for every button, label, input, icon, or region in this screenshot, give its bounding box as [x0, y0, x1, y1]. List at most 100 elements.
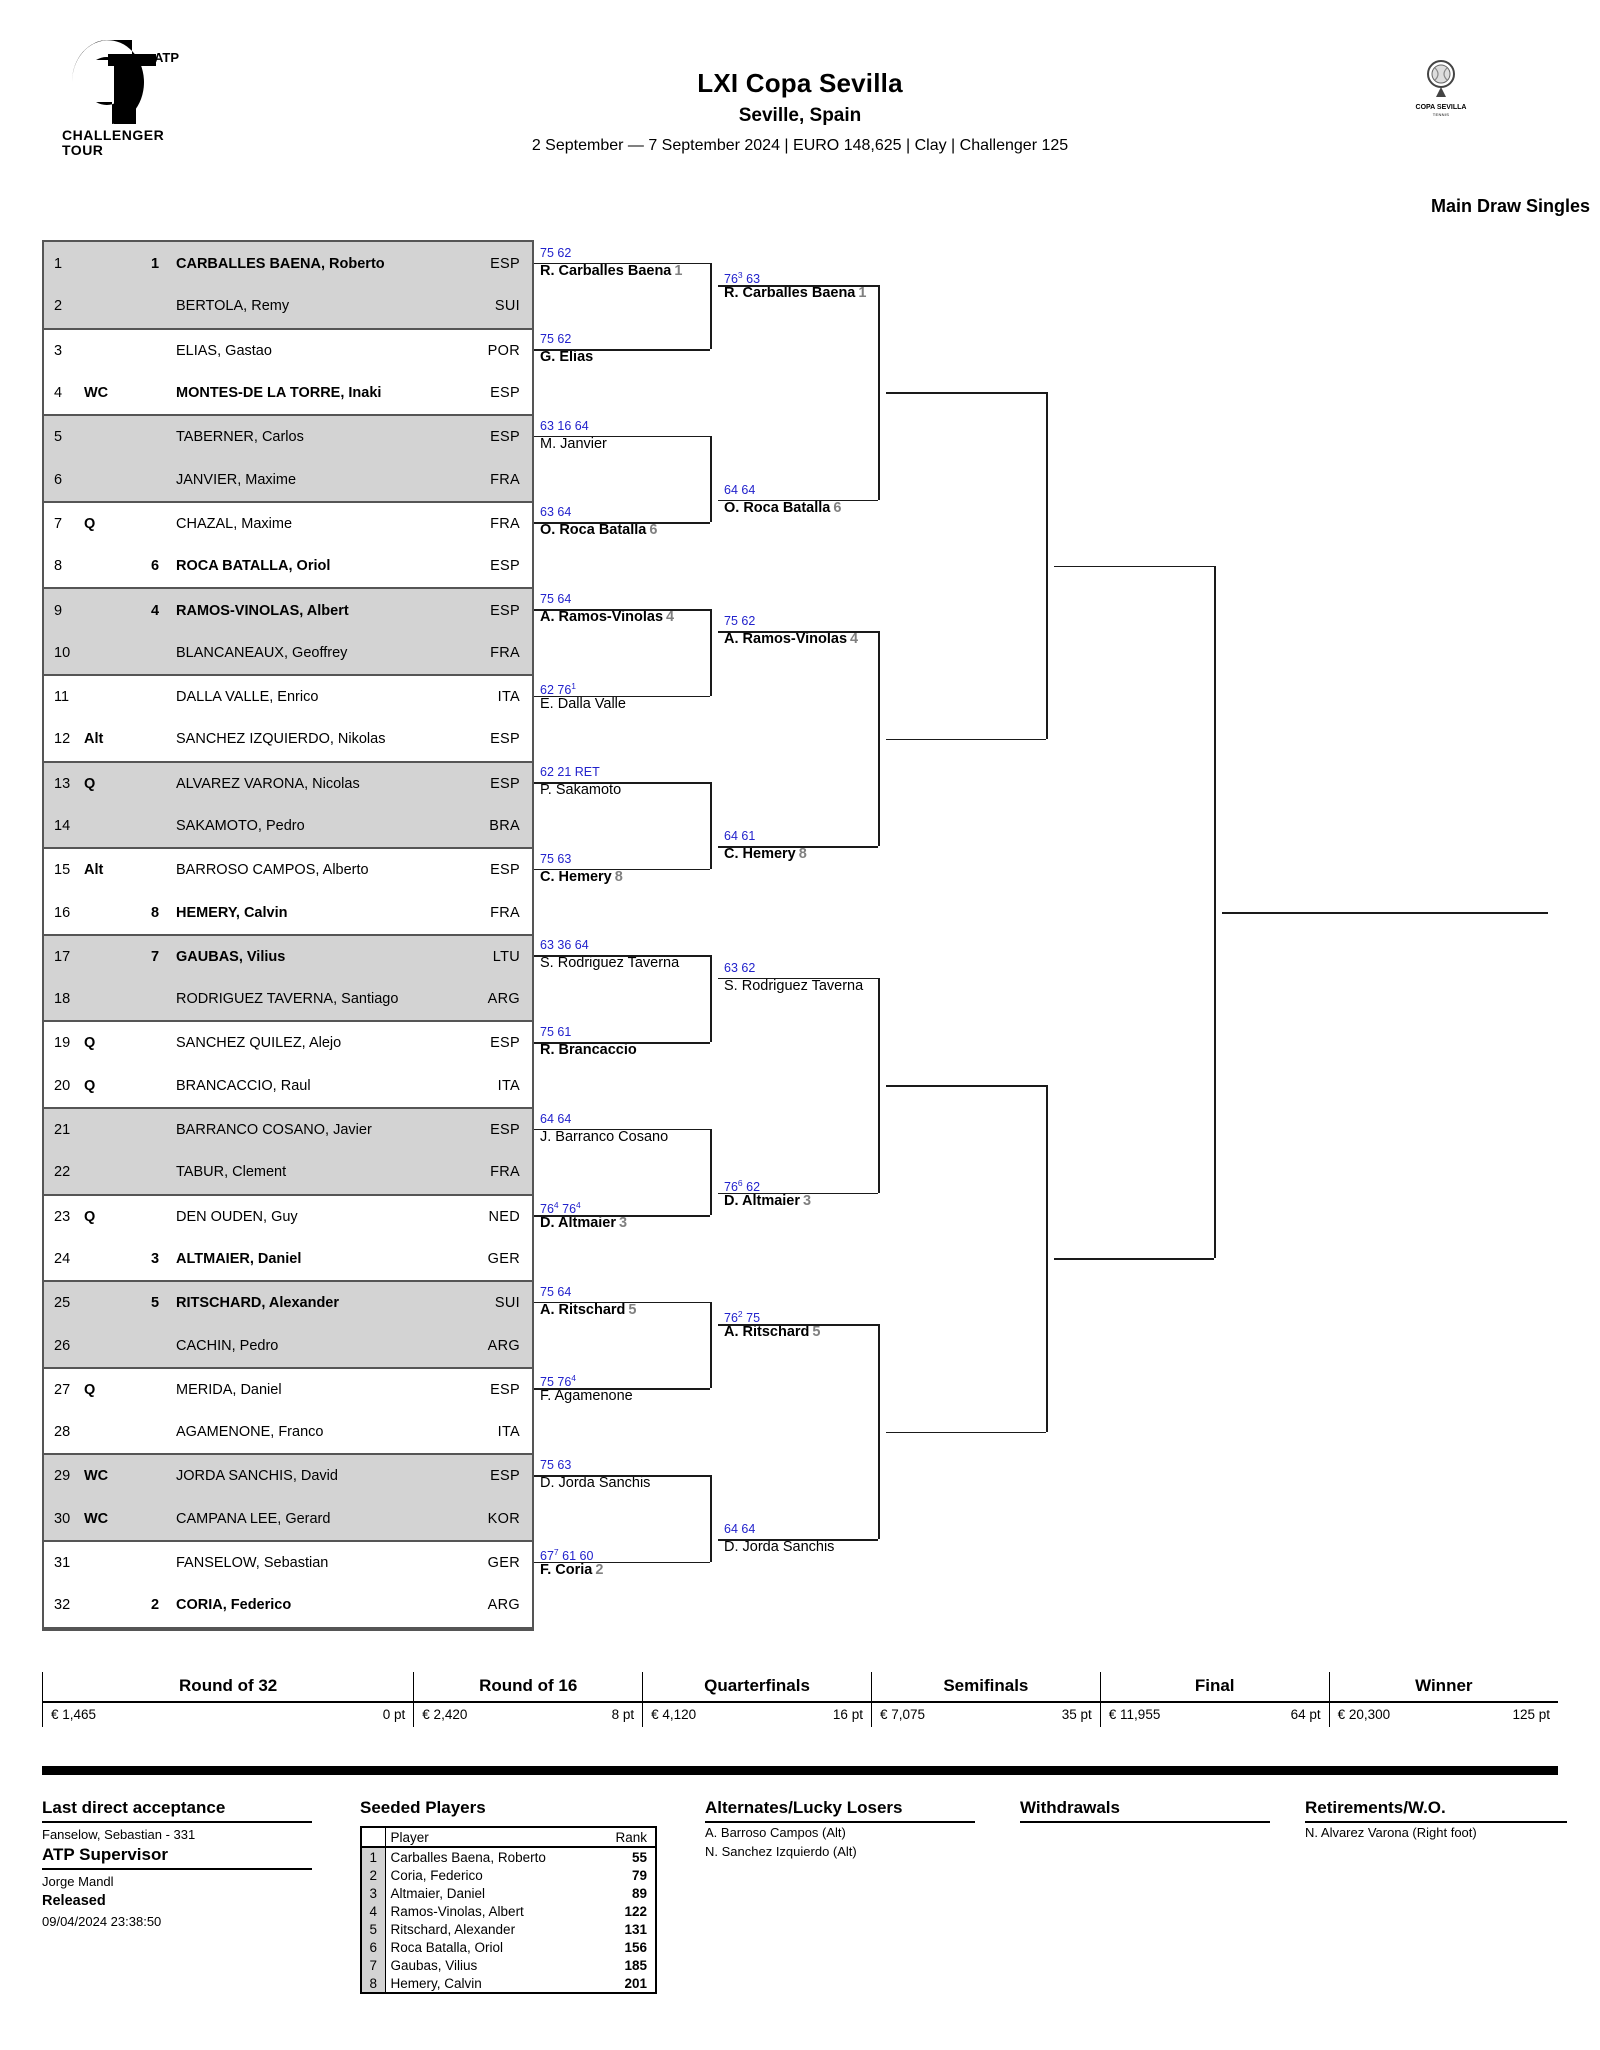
- entry-player-name[interactable]: MONTES-DE LA TORRE, Inaki: [172, 371, 476, 417]
- entry-player-name[interactable]: CARBALLES BAENA, Roberto: [176, 255, 385, 272]
- entry-player-name[interactable]: CHAZAL, Maxime: [176, 515, 293, 532]
- entry-player-name[interactable]: SAKAMOTO, Pedro: [172, 804, 476, 850]
- entry-player-name[interactable]: BERTOLA, Remy: [172, 285, 476, 330]
- entry-player-name[interactable]: DEN OUDEN, Guy: [176, 1208, 298, 1225]
- entry-country: GER: [476, 1237, 532, 1283]
- entry-player-name[interactable]: SANCHEZ IZQUIERDO, Nikolas: [172, 718, 476, 763]
- entry-player-name[interactable]: RODRIGUEZ TAVERNA, Santiago: [172, 978, 476, 1023]
- entry-player-name[interactable]: JORDA SANCHIS, David: [176, 1468, 338, 1485]
- entry-player-name[interactable]: CACHIN, Pedro: [172, 1324, 476, 1369]
- entry-player-name[interactable]: MERIDA, Daniel: [176, 1381, 282, 1398]
- entry-player-name[interactable]: FANSELOW, Sebastian: [176, 1555, 329, 1572]
- entry-status: [80, 1584, 138, 1629]
- entry-player-name[interactable]: HEMERY, Calvin: [172, 891, 476, 936]
- entry-player-name[interactable]: AGAMENONE, Franco: [172, 1411, 476, 1456]
- entry-player-name[interactable]: DALLA VALLE, Enrico: [176, 689, 319, 706]
- entry-player-name[interactable]: BRANCACCIO, Raul: [172, 1064, 476, 1109]
- entry-player-name[interactable]: BLANCANEAUX, Geoffrey: [172, 631, 476, 676]
- entry-player-name[interactable]: ROCA BATALLA, Oriol: [172, 545, 476, 590]
- entry-player-name[interactable]: ELIAS, Gastao: [176, 342, 272, 359]
- entry-player-name[interactable]: RITSCHARD, Alexander: [176, 1295, 340, 1312]
- entry-player-name[interactable]: TABUR, Clement: [172, 1151, 476, 1196]
- entry-player-name[interactable]: CORIA, Federico: [172, 1584, 476, 1629]
- entry-player-name[interactable]: TABERNER, Carlos: [176, 429, 304, 446]
- entry-player-name[interactable]: GAUBAS, Vilius: [176, 948, 286, 965]
- entry-player-name[interactable]: ALTMAIER, Daniel: [172, 1237, 476, 1283]
- entry-player-name[interactable]: JANVIER, Maxime: [172, 458, 476, 503]
- entry-player-name[interactable]: BARRANCO COSANO, Javier: [176, 1122, 372, 1139]
- entry-player-name[interactable]: RAMOS-VINOLAS, Albert: [176, 602, 349, 619]
- entry-player-name[interactable]: BARROSO CAMPOS, Alberto: [176, 862, 369, 879]
- entry-player-name[interactable]: SANCHEZ QUILEZ, Alejo: [176, 1035, 342, 1052]
- entry-player-name[interactable]: ALVAREZ VARONA, Nicolas: [176, 775, 360, 792]
- entry-player-name[interactable]: CAMPANA LEE, Gerard: [172, 1497, 476, 1542]
